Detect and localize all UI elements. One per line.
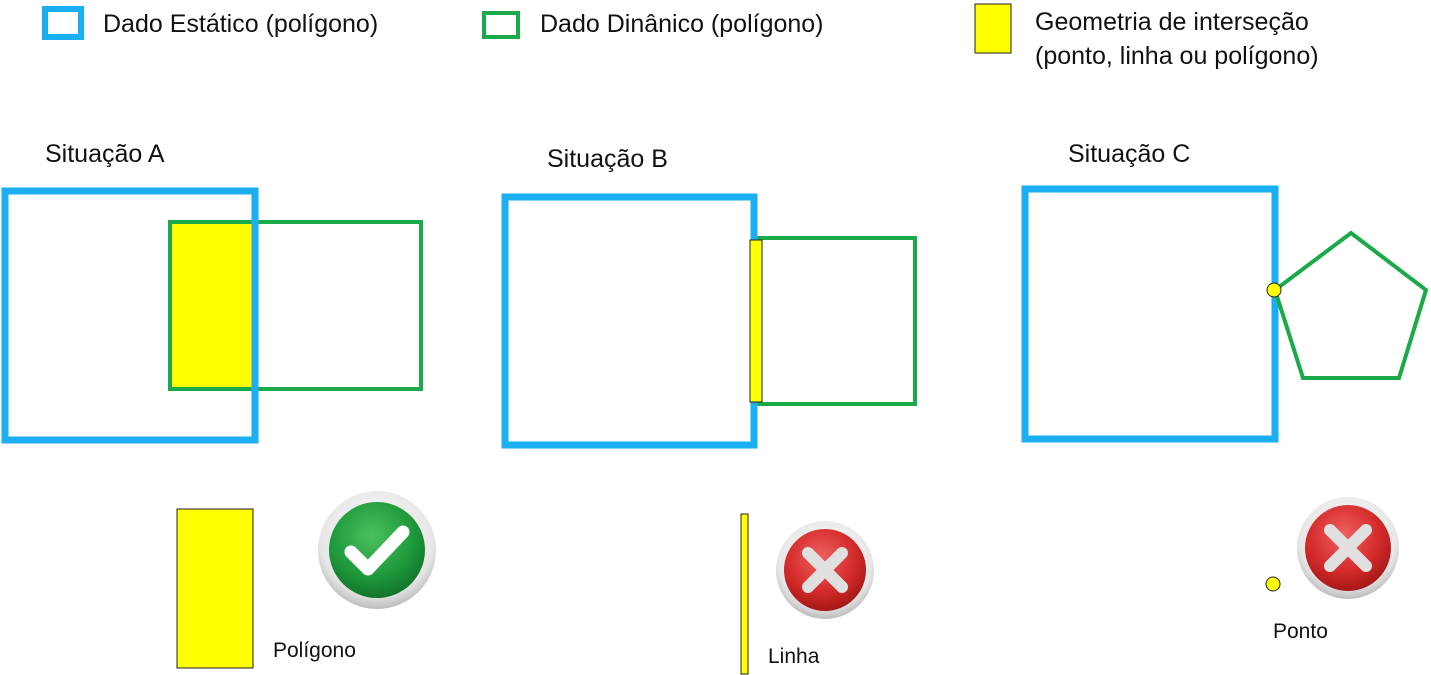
legend-dynamic-swatch — [482, 11, 520, 39]
situation-a-dynamic-polygon — [168, 220, 423, 391]
legend: Dado Estático (polígono) Dado Dinânico (… — [42, 3, 1319, 70]
situation-c-result-label: Ponto — [1273, 620, 1328, 643]
situation-b-result-line — [740, 513, 749, 675]
legend-intersection-label-line2: (ponto, linha ou polígono) — [1035, 42, 1319, 70]
situation-c: Situação C Ponto — [1021, 140, 1429, 643]
situation-a-intersection-polygon — [170, 222, 254, 389]
situation-a-static-polygon — [1, 187, 259, 444]
legend-dynamic-label: Dado Dinânico (polígono) — [540, 10, 824, 38]
situation-c-static-polygon — [1021, 185, 1279, 443]
cross-icon — [1297, 497, 1399, 599]
situation-b-result-label: Linha — [768, 645, 820, 668]
legend-static-swatch — [42, 6, 84, 40]
situation-c-intersection-point — [1266, 282, 1282, 298]
legend-intersection-label-line1: Geometria de interseção — [1035, 8, 1309, 36]
check-icon — [318, 491, 436, 609]
legend-intersection-swatch — [974, 3, 1012, 54]
situation-a-result-polygon — [176, 508, 254, 669]
legend-static-label: Dado Estático (polígono) — [103, 10, 378, 38]
situation-a: Situação A Polígono — [1, 140, 436, 669]
situation-b-dynamic-polygon — [752, 236, 917, 406]
situation-c-result-point — [1265, 576, 1281, 592]
situation-a-title: Situação A — [45, 140, 165, 168]
situation-c-dynamic-pentagon — [1272, 230, 1429, 380]
cross-icon — [776, 521, 874, 619]
situation-b-title: Situação B — [547, 145, 668, 173]
situation-a-result-label: Polígono — [273, 639, 356, 662]
situation-c-title: Situação C — [1068, 140, 1190, 168]
situation-b-static-polygon — [501, 193, 758, 449]
situation-b: Situação B Linha — [501, 145, 917, 675]
situation-b-intersection-line — [749, 239, 763, 403]
